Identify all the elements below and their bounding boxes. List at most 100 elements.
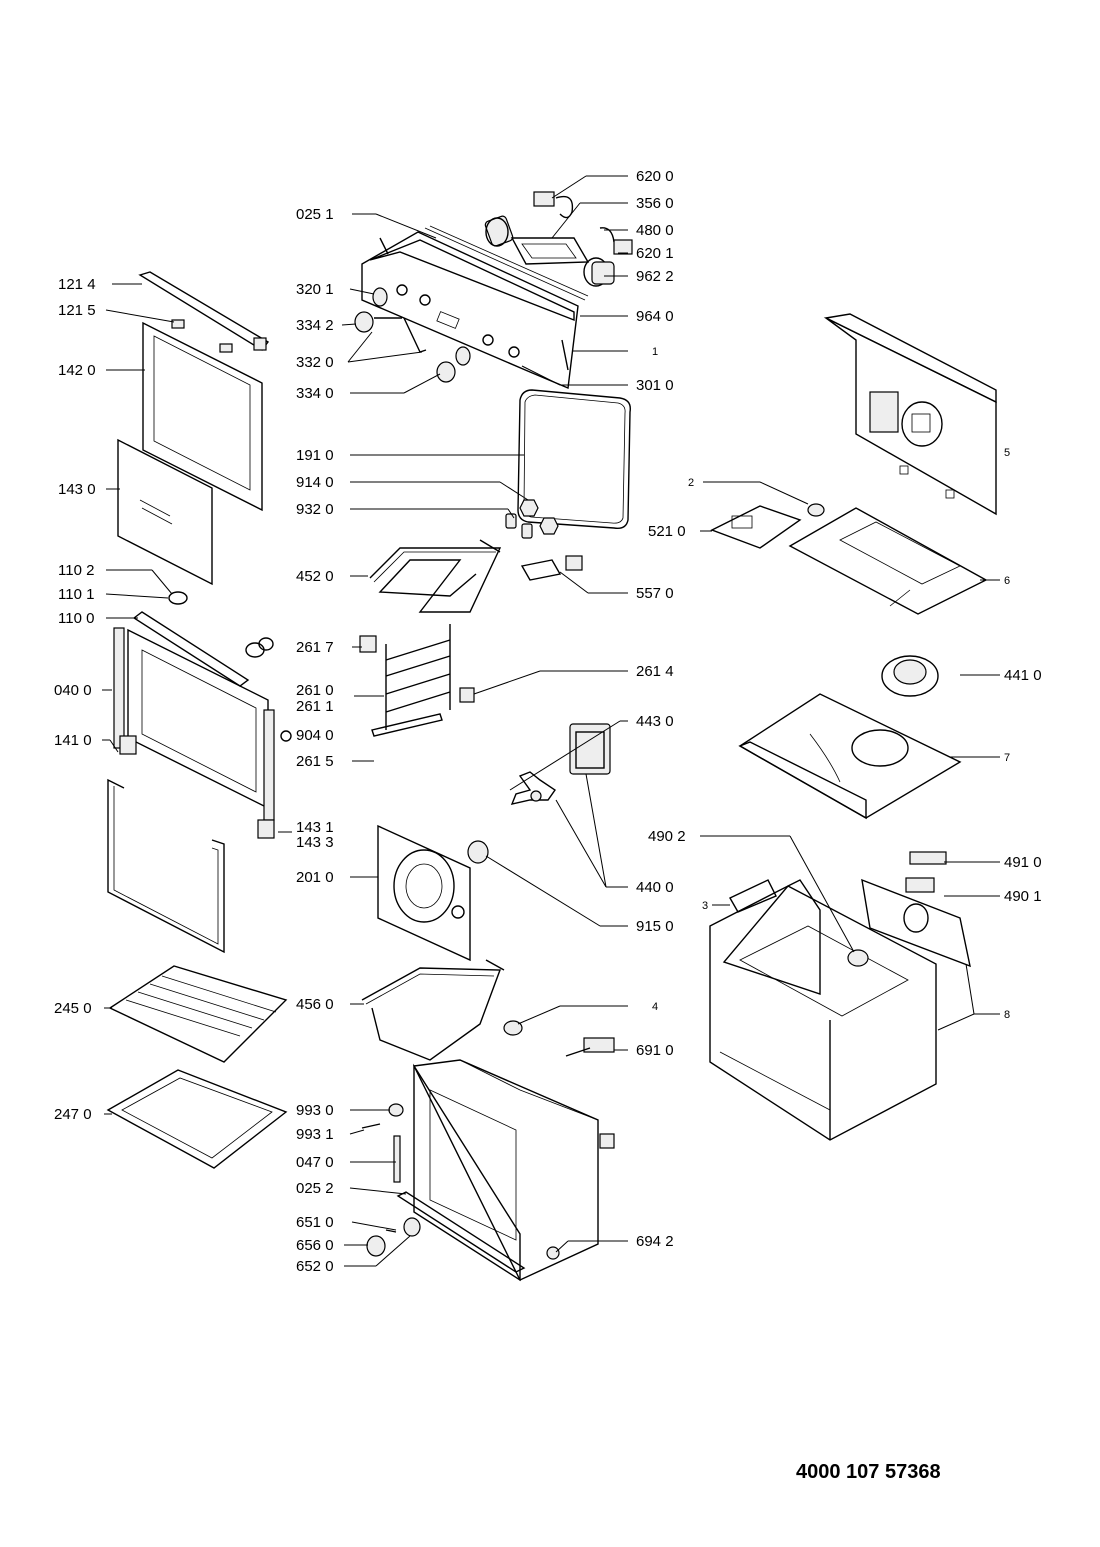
label-332-0: 332 0: [296, 354, 334, 371]
display-frame-drawing: [510, 237, 590, 265]
fan-housing-drawing: [738, 693, 962, 820]
part-drawings: [106, 191, 997, 1282]
label-456-0: 456 0: [296, 996, 334, 1013]
label-620-0: 620 0: [636, 168, 674, 185]
door-switch-drawing: [565, 1037, 615, 1057]
label-490-2: 490 2: [648, 828, 686, 845]
label-301-0: 301 0: [636, 377, 674, 394]
label-110-2: 110 2: [58, 562, 94, 579]
label-993-1: 993 1: [296, 1126, 334, 1143]
door-top-trim-drawing: [138, 271, 270, 353]
label-521-0: 521 0: [648, 523, 686, 540]
label-121-5: 121 5: [58, 302, 96, 319]
leader-lines: [102, 175, 1000, 1267]
cooling-fan-drawing: [881, 655, 939, 697]
label-247-0: 247 0: [54, 1106, 92, 1123]
label-143-1: 143 1: [296, 819, 334, 836]
label-656-0: 656 0: [296, 1237, 334, 1254]
label-490-1: 490 1: [1004, 888, 1042, 905]
label-143-3: 143 3: [296, 834, 334, 851]
top-panel-drawing: [788, 507, 988, 615]
label-110-0: 110 0: [58, 610, 94, 627]
lamp-holder-left-drawing: [484, 215, 514, 247]
label-3: 3: [702, 900, 708, 912]
outer-casing-drawing: [709, 879, 937, 1141]
label-5: 5: [1004, 447, 1010, 459]
label-334-0: 334 0: [296, 385, 334, 402]
label-121-4: 121 4: [58, 276, 96, 293]
label-932-0: 932 0: [296, 501, 334, 518]
label-962-2: 962 2: [636, 268, 674, 285]
label-652-0: 652 0: [296, 1258, 334, 1275]
label-261-7: 261 7: [296, 639, 334, 656]
door-gasket-drawing: [517, 389, 631, 530]
label-1: 1: [652, 346, 658, 358]
lamp-assembly-drawing: [366, 1217, 421, 1257]
document-number: 4000 107 57368: [796, 1461, 941, 1483]
lower-element-drawing: [361, 959, 505, 1061]
part-labels: 620 0 025 1 356 0 480 0 620 1 962 2 121 …: [54, 168, 1042, 1275]
label-025-1: 025 1: [296, 206, 334, 223]
label-8: 8: [1004, 1009, 1010, 1021]
thermostat-small-drawing: [847, 949, 869, 967]
label-047-0: 047 0: [296, 1154, 334, 1171]
label-620-1: 620 1: [636, 245, 674, 262]
label-141-0: 141 0: [54, 732, 92, 749]
label-480-0: 480 0: [636, 222, 674, 239]
label-993-0: 993 0: [296, 1102, 334, 1119]
label-261-1: 261 1: [296, 698, 334, 715]
label-964-0: 964 0: [636, 308, 674, 325]
label-443-0: 443 0: [636, 713, 674, 730]
door-inner-glass-frame-drawing: [142, 321, 263, 512]
back-panel-drawing: [823, 313, 997, 516]
label-191-0: 191 0: [296, 447, 334, 464]
label-440-0: 440 0: [636, 879, 674, 896]
label-915-0: 915 0: [636, 918, 674, 935]
label-557-0: 557 0: [636, 585, 674, 602]
label-651-0: 651 0: [296, 1214, 334, 1231]
baking-tray-drawing: [106, 1069, 288, 1169]
label-914-0: 914 0: [296, 474, 334, 491]
label-356-0: 356 0: [636, 195, 674, 212]
label-201-0: 201 0: [296, 869, 334, 886]
label-142-0: 142 0: [58, 362, 96, 379]
thermostat-bracket-drawing: [520, 555, 583, 581]
switch-right-drawing: [599, 227, 633, 255]
door-hinge-covers-drawing: [168, 591, 274, 658]
fasteners-drawing: [505, 499, 559, 539]
label-6: 6: [1004, 575, 1010, 587]
label-261-0: 261 0: [296, 682, 334, 699]
label-441-0: 441 0: [1004, 667, 1042, 684]
label-452-0: 452 0: [296, 568, 334, 585]
label-7: 7: [1004, 752, 1010, 764]
label-691-0: 691 0: [636, 1042, 674, 1059]
label-4: 4: [652, 1001, 658, 1013]
knob-drawings: [354, 287, 471, 383]
door-outer-frame-drawing: [127, 628, 269, 810]
electronic-board-drawing: [710, 503, 825, 549]
lamp-holder-right-drawing: [583, 257, 615, 287]
label-320-1: 320 1: [296, 281, 334, 298]
fan-cover-drawing: [377, 824, 471, 962]
small-fasteners-drawing: [361, 1103, 560, 1260]
label-2: 2: [688, 477, 694, 489]
door-seal-drawing: [107, 778, 225, 954]
rear-plate-drawing: [861, 851, 971, 968]
lamp-cover-drawing: [503, 1020, 523, 1036]
label-261-4: 261 4: [636, 663, 674, 680]
door-handle-drawing: [132, 611, 250, 687]
grill-element-drawing: [369, 539, 502, 613]
oven-cavity-drawing: [412, 1059, 615, 1282]
fan-nut-drawing: [467, 840, 489, 864]
label-040-0: 040 0: [54, 682, 92, 699]
side-rack-drawing: [359, 624, 475, 737]
door-glass-drawing: [117, 438, 213, 586]
label-334-2: 334 2: [296, 317, 334, 334]
label-694-2: 694 2: [636, 1233, 674, 1250]
label-904-0: 904 0: [296, 727, 334, 744]
door-hinge-left-drawing: [113, 627, 137, 755]
control-panel-drawing: [361, 225, 589, 390]
label-491-0: 491 0: [1004, 854, 1042, 871]
label-245-0: 245 0: [54, 1000, 92, 1017]
